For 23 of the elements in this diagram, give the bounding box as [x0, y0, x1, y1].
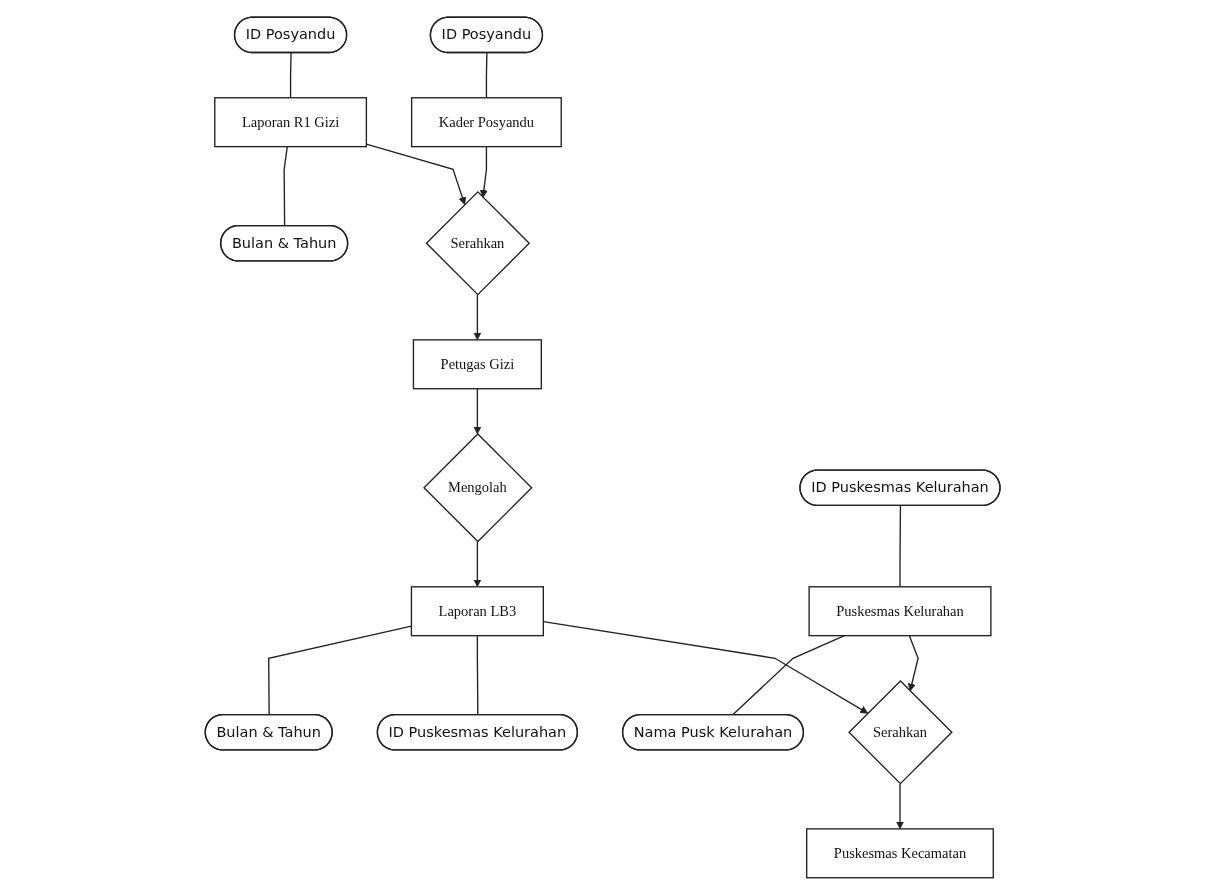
node-diamond: Serahkan [425, 190, 531, 296]
node-box: Petugas Gizi [412, 339, 542, 390]
node-box: Kader Posyandu [410, 97, 562, 148]
arrow [473, 540, 482, 588]
arrow [365, 143, 467, 205]
node-box: Laporan R1 Gizi [214, 97, 367, 148]
connector [731, 635, 846, 716]
connector [476, 635, 479, 716]
node-diamond: Mengolah [422, 433, 533, 543]
connector [267, 625, 412, 716]
arrow [473, 388, 482, 435]
connector [289, 52, 292, 99]
connector [283, 145, 288, 227]
arrow [907, 635, 919, 692]
node-box: Puskesmas Kecamatan [805, 828, 994, 879]
node-diamond: Serahkan [848, 679, 953, 785]
node-box: Puskesmas Kelurahan [808, 586, 992, 637]
connector [899, 505, 901, 588]
arrow [479, 145, 488, 198]
node-box: Laporan LB3 [410, 586, 544, 637]
arrow [895, 782, 904, 830]
arrow [473, 293, 482, 341]
connector [485, 52, 488, 99]
